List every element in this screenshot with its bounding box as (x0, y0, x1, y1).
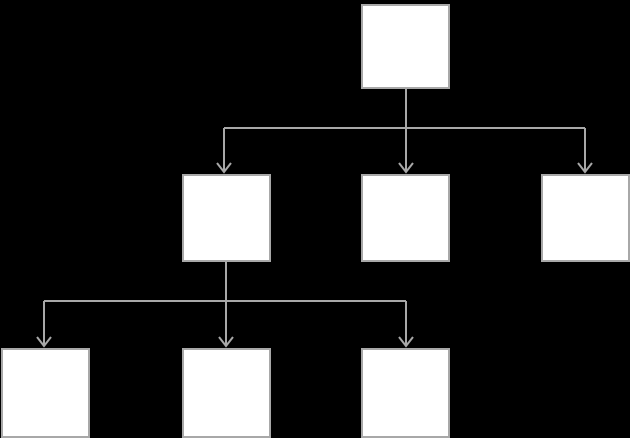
arrowhead-icon (216, 162, 232, 174)
arrowhead-group (36, 162, 593, 348)
diagram-node[interactable] (541, 174, 630, 262)
diagram-node[interactable] (361, 4, 450, 89)
arrowhead-icon (398, 162, 414, 174)
connector-group (43, 89, 586, 346)
arrowhead-icon (218, 336, 234, 348)
arrowhead-icon (36, 336, 52, 348)
diagram-node[interactable] (182, 348, 271, 438)
diagram-node[interactable] (361, 348, 450, 438)
diagram-node[interactable] (182, 174, 271, 262)
arrowhead-icon (398, 336, 414, 348)
arrowhead-icon (577, 162, 593, 174)
diagram-node[interactable] (361, 174, 450, 262)
diagram-node[interactable] (1, 348, 90, 438)
